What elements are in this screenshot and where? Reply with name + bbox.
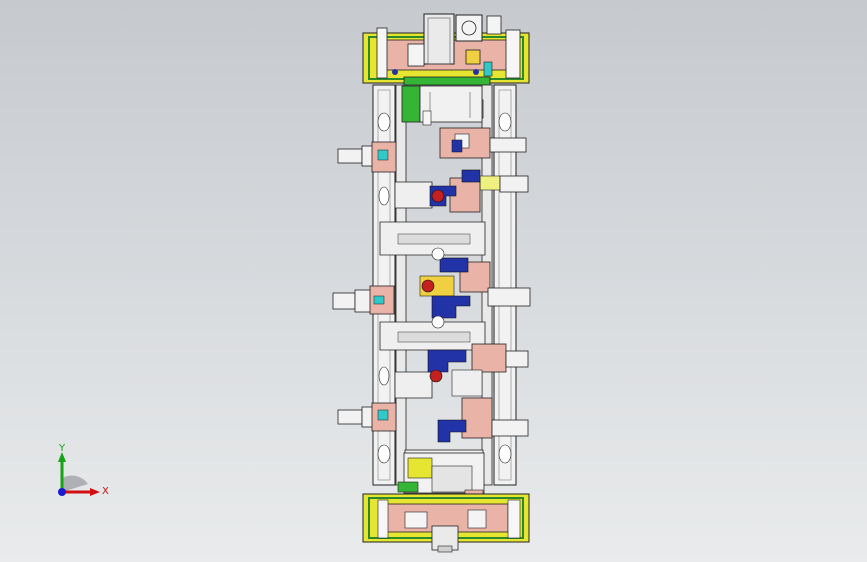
orientation-triad[interactable] (48, 440, 118, 510)
cylinder-assemblies (419, 139, 483, 443)
detail-holes (377, 112, 512, 464)
top-green-carriage (401, 85, 483, 126)
left-clamp-units (332, 141, 397, 432)
top-base-plate (362, 13, 530, 86)
y-axis-label: Y (59, 443, 66, 454)
triad-graphic (58, 452, 100, 496)
right-clamp-units (439, 127, 531, 439)
x-axis-label: X (102, 486, 109, 497)
bottom-base-plate (362, 452, 530, 553)
